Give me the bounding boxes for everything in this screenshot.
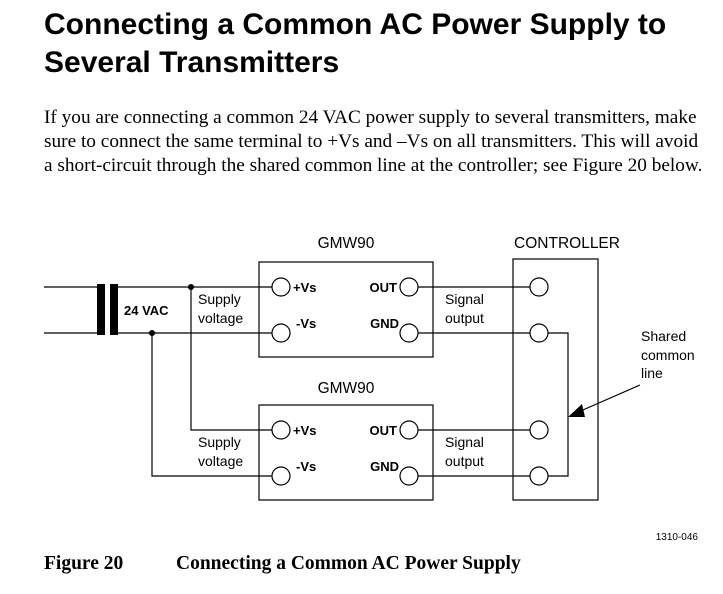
intro-paragraph: If you are connecting a common 24 VAC po… [44,107,703,176]
terminal-gnd-bottom [399,466,419,486]
pin-vs-plus-bottom: +Vs [293,423,317,438]
terminal-vs-plus-top [271,277,291,297]
shared-line-arrow [575,384,641,414]
controller-box [512,258,599,501]
page-title: Connecting a Common AC Power Supply to S… [44,8,667,79]
power-label: 24 VAC [124,303,169,318]
supply-voltage-bottom-line1: Supply [198,434,241,450]
shared-common-line-label-2: common [641,347,695,363]
terminal-out-bottom [399,420,419,440]
controller-terminal-3 [529,420,549,440]
pin-vs-plus-top: +Vs [293,280,317,295]
junction-dot-plus [188,284,194,290]
transmitter-top-box [258,261,434,358]
terminal-vs-minus-top [271,323,291,343]
shared-common-line-label-3: line [641,365,663,381]
pin-vs-minus-bottom: -Vs [296,459,316,474]
supply-bus-plus [190,287,272,431]
terminal-vs-plus-bottom [271,420,291,440]
terminal-gnd-top [399,323,419,343]
figure-caption-label: Figure 20 [44,553,124,574]
terminal-vs-minus-bottom [271,466,291,486]
supply-bus-minus [151,333,272,477]
shared-common-wire [548,332,569,477]
pin-out-top: OUT [370,280,398,295]
signal-output-bottom-line2: output [445,453,484,469]
pin-gnd-bottom: GND [370,459,399,474]
controller-terminal-4 [529,466,549,486]
transmitter-bottom-label: GMW90 [318,380,375,397]
figure-code: 1310-046 [656,532,699,543]
pin-out-bottom: OUT [370,423,398,438]
controller-terminal-1 [529,277,549,297]
transformer-coil-right [110,284,118,335]
terminal-out-top [399,277,419,297]
signal-output-bottom-line1: Signal [445,434,484,450]
arrow-head-icon [568,404,585,417]
transmitter-bottom-box [258,404,434,501]
signal-output-top-line1: Signal [445,291,484,307]
supply-voltage-bottom-line2: voltage [198,453,243,469]
pin-vs-minus-top: -Vs [296,316,316,331]
signal-output-top-line2: output [445,310,484,326]
pin-gnd-top: GND [370,316,399,331]
controller-label: CONTROLLER [514,235,620,252]
supply-voltage-top-line1: Supply [198,291,241,307]
transmitter-top-label: GMW90 [318,235,375,252]
controller-terminal-2 [529,323,549,343]
transformer-coil-left [97,284,105,335]
figure-caption-text: Connecting a Common AC Power Supply [176,553,521,574]
supply-voltage-top-line2: voltage [198,310,243,326]
shared-common-line-label-1: Shared [641,328,686,344]
junction-dot-minus [149,330,155,336]
